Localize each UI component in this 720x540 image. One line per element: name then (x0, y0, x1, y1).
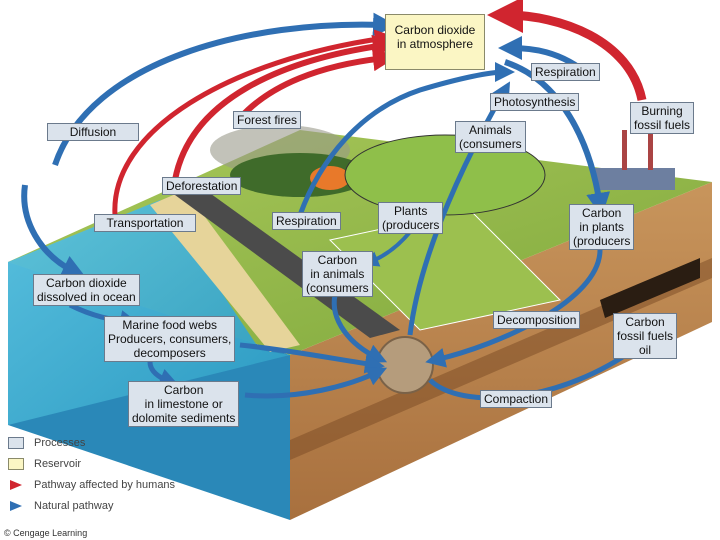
arrow-decomposers-to-air (407, 81, 511, 336)
credit: © Cengage Learning (4, 528, 88, 538)
legend-label: Natural pathway (34, 499, 114, 512)
road (175, 186, 400, 338)
reservoir-co2-ocean: Carbon dioxide dissolved in ocean (33, 274, 140, 306)
reservoir-plants: Plants (producers (378, 202, 444, 234)
legend-label: Reservoir (34, 457, 82, 470)
arrow-limestone-to-decomposers (244, 367, 388, 399)
decomposers-circle (376, 336, 434, 394)
process-respiration-top: Respiration (531, 63, 600, 81)
process-forest-fires: Forest fires (233, 111, 302, 129)
legend-swatch-reservoir (8, 457, 24, 470)
legend-human-pathway: Pathway affected by humans (8, 474, 175, 495)
legend: Processes Reservoir Pathway affected by … (8, 432, 175, 516)
legend-label: Processes (34, 436, 86, 449)
arrow-photosynthesis (504, 59, 611, 217)
reservoir-carbon-in-plants: Carbon in plants (producers (569, 204, 635, 250)
process-photosynthesis: Photosynthesis (490, 93, 580, 111)
arrow-burning-fossil-fuels (487, 0, 647, 102)
reservoir-animals: Animals (consumers (455, 121, 526, 153)
legend-label: Pathway affected by humans (34, 478, 176, 491)
oil-deposit (600, 258, 700, 318)
legend-swatch-processes (8, 436, 24, 449)
process-diffusion: Diffusion (47, 123, 139, 141)
arrow-transportation (112, 29, 395, 216)
arrow-respiration-mid (297, 62, 515, 216)
legend-reservoir: Reservoir (8, 453, 175, 474)
arrow-diffusion-down (21, 184, 86, 278)
legend-natural-pathway: Natural pathway (8, 495, 175, 516)
arrow-marine-to-limestone (147, 361, 180, 388)
legend-processes: Processes (8, 432, 175, 453)
process-burning-fossil-fuels: Burning fossil fuels (630, 102, 695, 134)
factory (595, 168, 675, 190)
red-arrow-icon (10, 479, 22, 490)
reservoir-fossil-fuels: Carbon fossil fuels oil (613, 313, 678, 359)
process-compaction: Compaction (480, 390, 553, 408)
reservoir-limestone: Carbon in limestone or dolomite sediment… (128, 381, 240, 427)
arrow-forest-fires (237, 47, 397, 121)
process-deforestation: Deforestation (162, 177, 242, 195)
blue-arrow-icon (10, 500, 22, 511)
arrow-marine-to-decomposers (239, 342, 385, 374)
process-respiration-mid: Respiration (272, 212, 341, 230)
factory-chimney-1 (622, 130, 627, 170)
process-transportation: Transportation (94, 214, 196, 232)
process-decomposition: Decomposition (493, 311, 581, 329)
arrow-deforestation (172, 34, 397, 181)
reservoir-marine-food-webs: Marine food webs Producers, consumers, d… (104, 316, 236, 362)
reservoir-co2-atmosphere: Carbon dioxide in atmosphere (385, 14, 485, 70)
factory-chimney-2 (648, 125, 653, 170)
reservoir-carbon-in-animals: Carbon in animals (consumers (302, 251, 373, 297)
